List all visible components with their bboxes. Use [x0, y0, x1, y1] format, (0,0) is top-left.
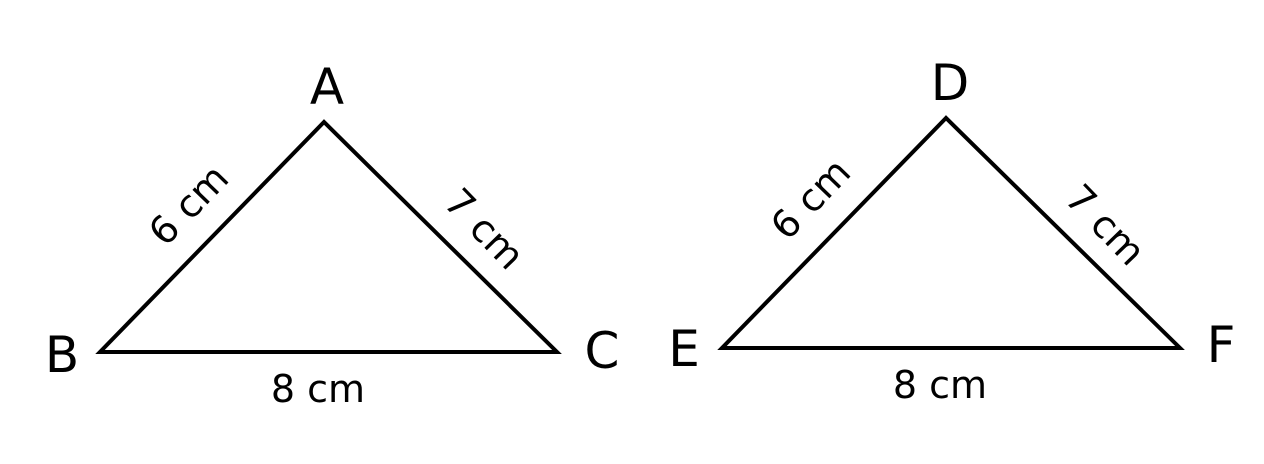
side-bc-label: 8 cm	[271, 367, 365, 411]
side-df-label: 7 cm	[1057, 176, 1154, 274]
side-ac-label: 7 cm	[436, 180, 533, 278]
side-ef-label: 8 cm	[893, 363, 987, 407]
vertex-e-label: E	[668, 320, 700, 378]
vertex-d-label: D	[931, 54, 970, 112]
vertex-a-label: A	[310, 58, 344, 116]
side-ab-label: 6 cm	[140, 156, 237, 254]
triangle-abc-outline	[95, 119, 562, 354]
triangle-def-outline	[717, 115, 1185, 350]
triangle-abc: A B C 6 cm 7 cm 8 cm	[45, 58, 620, 411]
triangle-def: D E F 6 cm 7 cm 8 cm	[668, 54, 1235, 407]
vertex-f-label: F	[1207, 316, 1236, 374]
side-de-label: 6 cm	[762, 150, 859, 248]
vertex-b-label: B	[45, 326, 79, 384]
vertex-c-label: C	[585, 322, 620, 380]
